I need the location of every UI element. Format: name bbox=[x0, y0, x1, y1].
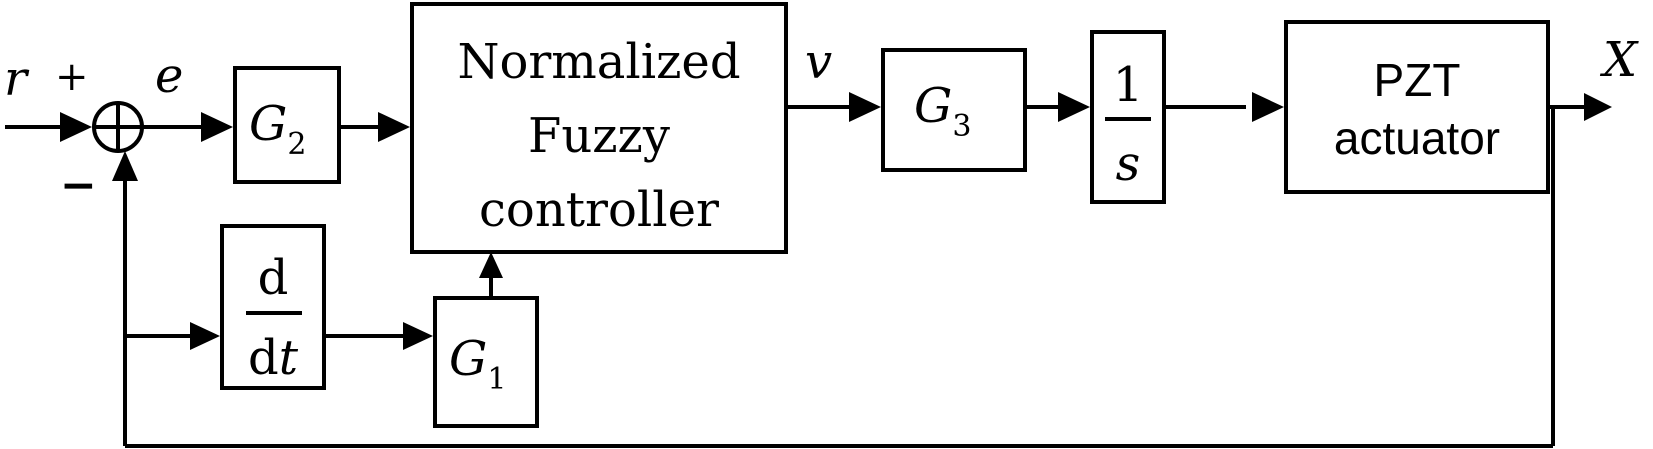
fuzzy-label-line1: Normalized bbox=[457, 34, 740, 90]
signal-labels: r + − e v X bbox=[4, 32, 1639, 211]
derivative-denominator-t: t bbox=[279, 330, 299, 386]
block-g3-subscript: 3 bbox=[952, 109, 971, 144]
arrow-into-g2 bbox=[201, 112, 233, 142]
arrow-into-fuzzy-bottom bbox=[479, 252, 503, 278]
block-g1-subscript: 1 bbox=[487, 362, 506, 397]
block-g3-frame bbox=[881, 48, 1027, 172]
derivative-numerator: d bbox=[258, 250, 289, 306]
block-g2-frame bbox=[233, 66, 341, 184]
derivative-denominator: dt bbox=[248, 330, 299, 386]
arrow-output bbox=[1584, 93, 1612, 121]
block-derivative-frame bbox=[220, 224, 326, 390]
block-pzt-frame bbox=[1284, 20, 1550, 194]
arrow-into-pzt bbox=[1252, 92, 1284, 122]
arrow-into-fuzzy bbox=[378, 112, 410, 142]
block-pzt-actuator: PZT actuator bbox=[1284, 20, 1550, 194]
signal-r-label: r bbox=[4, 51, 30, 107]
block-g3: G3 bbox=[881, 48, 1027, 172]
block-fuzzy-frame bbox=[410, 2, 788, 254]
connections bbox=[5, 105, 1590, 448]
block-g1-frame bbox=[433, 296, 539, 428]
block-g2: G2 bbox=[233, 66, 341, 184]
arrow-into-g1 bbox=[403, 322, 433, 350]
arrow-into-integrator bbox=[1058, 92, 1090, 122]
signal-minus-label: − bbox=[60, 160, 97, 211]
signal-plus-label: + bbox=[55, 54, 89, 100]
arrow-feedback-into-sum bbox=[112, 151, 138, 181]
integrator-numerator: 1 bbox=[1113, 57, 1144, 113]
arrow-into-g3 bbox=[849, 92, 881, 122]
block-g3-label: G3 bbox=[914, 78, 971, 144]
block-g2-label: G2 bbox=[249, 96, 306, 162]
block-derivative: d dt bbox=[220, 224, 326, 390]
fuzzy-label-line3: controller bbox=[479, 182, 719, 238]
block-g1: G1 bbox=[433, 296, 539, 428]
pzt-label-line2: actuator bbox=[1334, 112, 1500, 164]
block-fuzzy-controller: Normalized Fuzzy controller bbox=[410, 2, 788, 254]
block-integrator: 1 s bbox=[1090, 30, 1166, 204]
signal-x-label: X bbox=[1599, 32, 1639, 88]
signal-v-label: v bbox=[805, 34, 832, 90]
arrow-into-sum bbox=[60, 112, 92, 142]
signal-e-label: e bbox=[155, 48, 183, 104]
pzt-label-line1: PZT bbox=[1374, 54, 1461, 106]
arrowheads bbox=[60, 92, 1612, 350]
arrow-into-deriv bbox=[190, 322, 220, 350]
block-g1-label: G1 bbox=[449, 331, 506, 397]
integrator-denominator: s bbox=[1116, 136, 1141, 192]
summing-junction bbox=[92, 101, 144, 153]
fuzzy-label-line2: Fuzzy bbox=[528, 108, 670, 164]
block-g2-subscript: 2 bbox=[287, 127, 306, 162]
